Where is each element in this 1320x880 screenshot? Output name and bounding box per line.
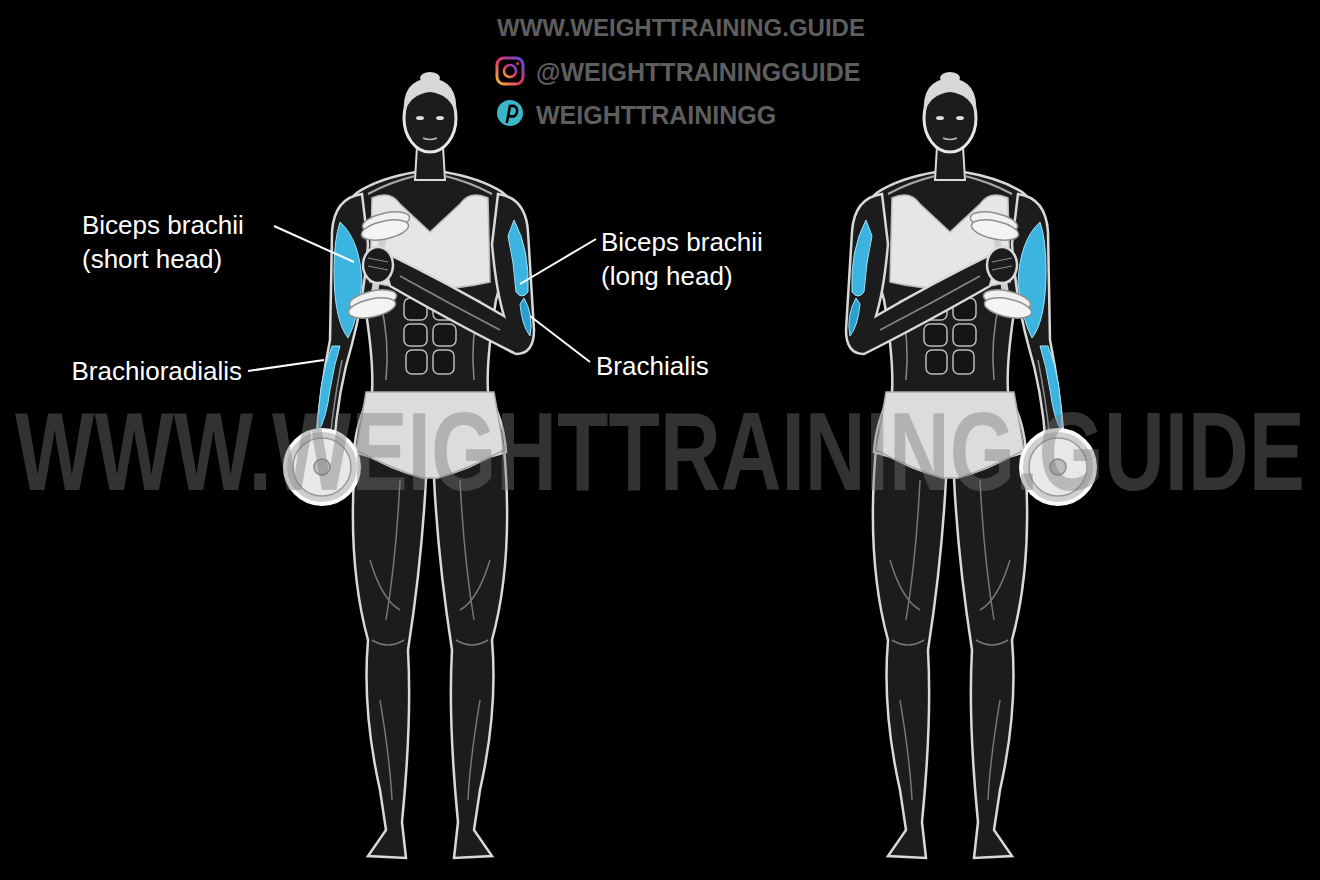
leader-line xyxy=(248,360,324,371)
leader-line xyxy=(248,226,596,371)
watermark-big: WWW.WEIGHTTRAINING.GUIDE xyxy=(15,396,1305,508)
watermark-handle: @WEIGHTTRAININGGUIDE xyxy=(536,56,860,89)
watermark-header: WWW.WEIGHTTRAINING.GUIDE xyxy=(497,12,865,43)
pinterest-icon xyxy=(497,100,523,126)
pinterest-icon xyxy=(497,100,523,126)
pinterest-icon xyxy=(507,106,517,122)
muscle-label: Brachialis xyxy=(596,350,709,384)
leader-line xyxy=(520,239,596,284)
leader-line xyxy=(530,316,590,362)
instagram-icon xyxy=(497,58,523,84)
watermark-handle: WEIGHTTRAININGG xyxy=(536,99,776,132)
instagram-icon xyxy=(504,65,516,77)
instagram-icon xyxy=(516,62,519,65)
muscle-label: Brachioradialis xyxy=(28,355,242,389)
instagram-icon xyxy=(497,58,523,84)
leader-line xyxy=(274,226,354,262)
muscle-label: Biceps brachii (long head) xyxy=(601,226,801,294)
muscle-label: Biceps brachii (short head) xyxy=(82,209,282,277)
